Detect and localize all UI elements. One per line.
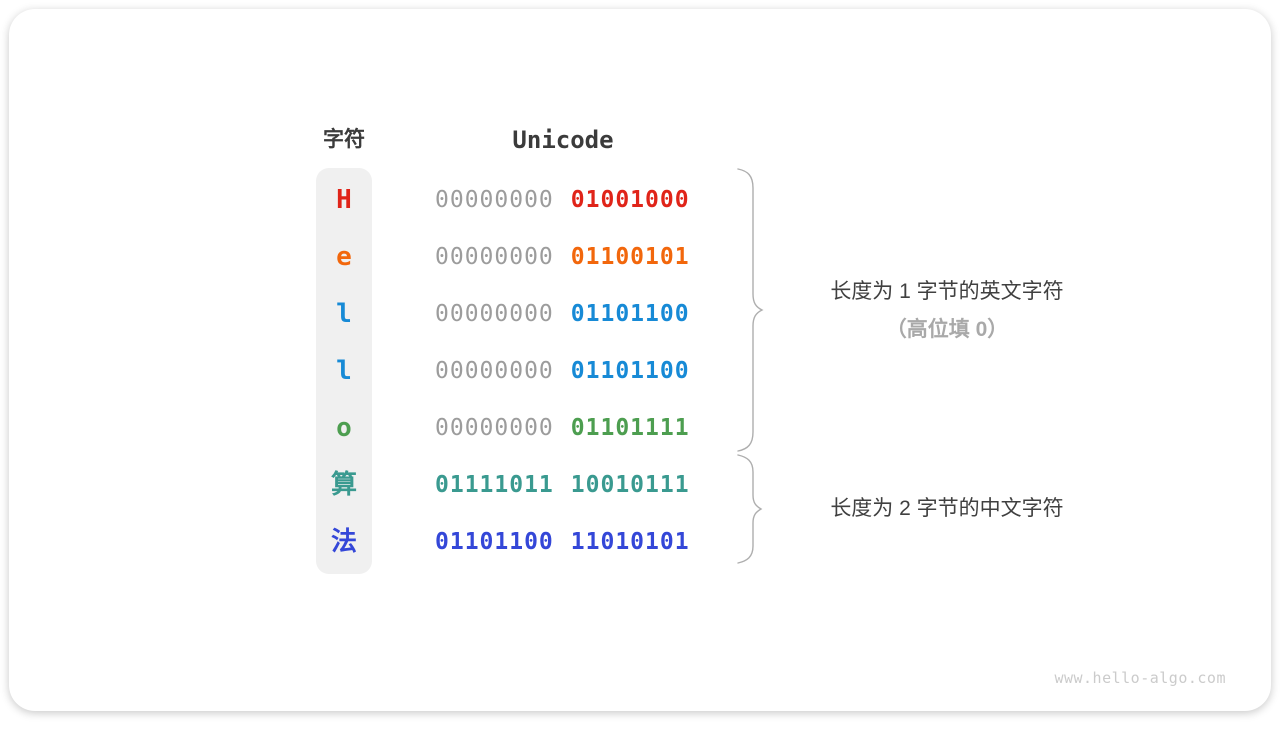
byte-high: 00000000 — [435, 244, 554, 270]
byte-high: 00000000 — [435, 358, 554, 384]
byte-low: 01101100 — [570, 301, 690, 327]
unicode-binary: 01101100 11010101 — [435, 526, 690, 558]
byte-high: 00000000 — [435, 187, 554, 213]
annotation-english-chars: 长度为 1 字节的英文字符 （高位填 0） — [771, 277, 1123, 345]
byte-high: 01101100 — [435, 529, 554, 555]
brace-chinese-group — [737, 454, 763, 564]
annotation-english-line2: （高位填 0） — [885, 318, 1009, 341]
byte-low: 01101111 — [570, 415, 690, 441]
byte-low: 01101100 — [570, 358, 690, 384]
byte-low: 11010101 — [570, 529, 690, 555]
brace-english-group — [737, 168, 764, 452]
unicode-binary: 00000000 01101100 — [435, 355, 690, 387]
watermark-url: www.hello-algo.com — [1054, 669, 1226, 687]
annotation-chinese-chars: 长度为 2 字节的中文字符 — [771, 494, 1123, 524]
annotation-english-line1: 长度为 1 字节的英文字符 — [830, 280, 1064, 303]
unicode-binary: 01111011 10010111 — [435, 469, 690, 501]
unicode-binary: 00000000 01101111 — [435, 412, 690, 444]
unicode-binary: 00000000 01101100 — [435, 298, 690, 330]
character-column-background — [316, 168, 372, 574]
annotation-chinese-line1: 长度为 2 字节的中文字符 — [830, 497, 1064, 520]
byte-high: 00000000 — [435, 301, 554, 327]
column-header-unicode: Unicode — [512, 126, 614, 154]
byte-low: 10010111 — [570, 472, 690, 498]
byte-low: 01100101 — [570, 244, 690, 270]
unicode-binary: 00000000 01001000 — [435, 184, 690, 216]
unicode-binary: 00000000 01100101 — [435, 241, 690, 273]
byte-high: 00000000 — [435, 415, 554, 441]
column-header-character: 字符 — [323, 128, 365, 151]
byte-low: 01001000 — [570, 187, 690, 213]
byte-high: 01111011 — [435, 472, 554, 498]
